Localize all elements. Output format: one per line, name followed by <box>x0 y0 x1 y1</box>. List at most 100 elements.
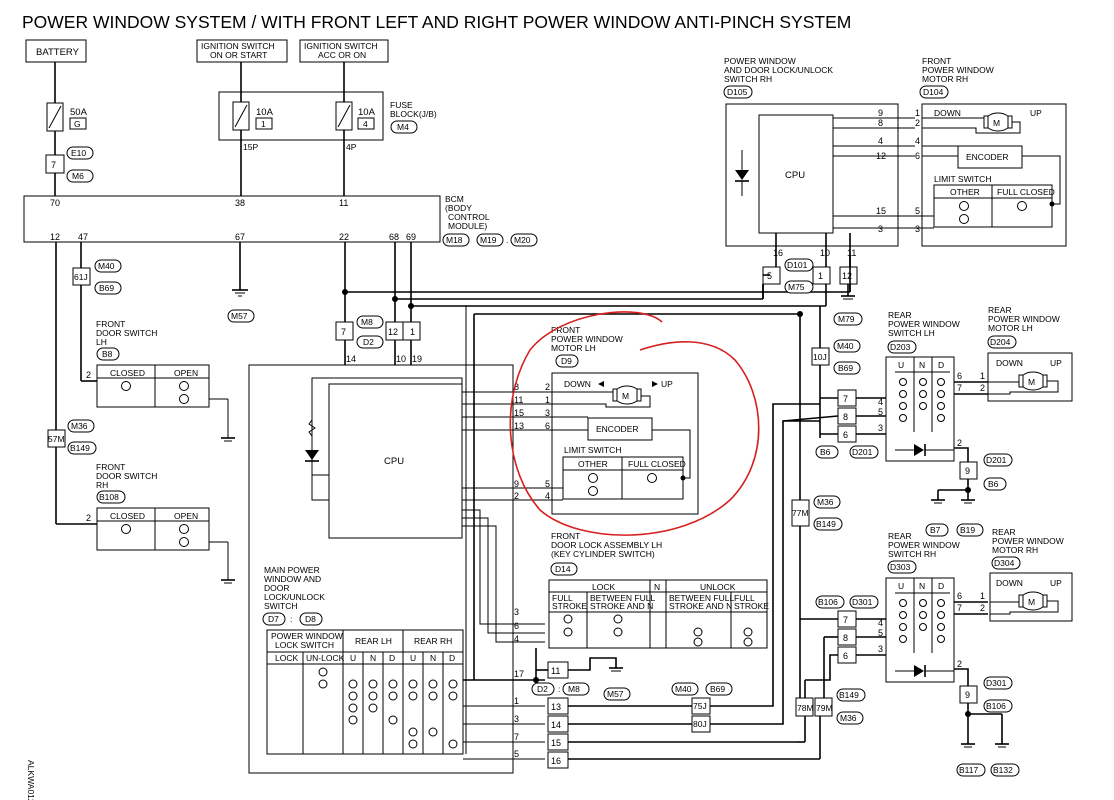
main-pin-10: 10 <box>396 354 406 364</box>
connector-b149-left: B149 <box>70 443 90 453</box>
fr-encoder-label: ENCODER <box>966 152 1009 162</box>
dl-label-3: (KEY CYLINDER SWITCH) <box>551 549 655 559</box>
rlh-contacts <box>899 378 945 422</box>
fdsr-label-3: RH <box>96 480 108 490</box>
rrh-pin-3: 3 <box>878 644 883 654</box>
connector-m36-b: M36 <box>840 713 857 723</box>
joint-10j: 10J <box>813 352 827 362</box>
rhsw-pin-15: 15 <box>876 206 886 216</box>
bottom-conn-14: 14 <box>551 720 561 730</box>
connector-d203: D203 <box>890 342 911 352</box>
fl-limit-label: LIMIT SWITCH <box>564 445 621 455</box>
bottom-conn-16: 16 <box>551 756 561 766</box>
rlh-mot-label-3: MOTOR LH <box>988 323 1033 333</box>
fdsr-label-1: FRONT <box>96 462 125 472</box>
connector-colon-2: : <box>558 684 560 694</box>
front-door-switch-lh <box>96 364 210 408</box>
unlock-col: UN-LOCK <box>306 653 345 663</box>
rlh-pin-6: 6 <box>957 371 962 381</box>
connector-m40-rear: M40 <box>837 341 854 351</box>
connector-m19: M19 <box>480 235 497 245</box>
main-power-window-switch: 7 12 1 M8 D2 14 10 19 CPU 8 11 <box>248 242 850 774</box>
bcm-pin-47: 47 <box>78 232 88 242</box>
fuse-no-4: 4 <box>363 119 368 129</box>
rrh-d: D <box>938 581 944 591</box>
rlh-u: U <box>350 653 356 663</box>
dl-full-2: FULL <box>734 593 755 603</box>
fr-motor-label-2: POWER WINDOW <box>922 65 994 75</box>
connector-m20: M20 <box>514 235 531 245</box>
dl-label-1: FRONT <box>551 531 580 541</box>
rrh-mot-label-1: REAR <box>992 527 1016 537</box>
rlh-n: N <box>370 653 376 663</box>
bcm-label-1: BCM <box>445 194 464 204</box>
dl-pin-3: 3 <box>514 607 519 617</box>
power-window-switch-rh: POWER WINDOW AND DOOR LOCK/UNLOCK SWITCH… <box>723 56 915 326</box>
rrh-mot-label-3: MOTOR RH <box>992 545 1038 555</box>
dl-full-1: FULL <box>552 593 573 603</box>
dl-between-1: BETWEEN FULL <box>590 593 655 603</box>
fl-motor-label-3: MOTOR LH <box>551 343 596 353</box>
joint-79m: 79M <box>816 703 833 713</box>
fr-motor-label-3: MOTOR RH <box>922 74 968 84</box>
front-power-window-motor-rh: FRONT POWER WINDOW MOTOR RH D104 1 2 4 6… <box>915 56 1067 247</box>
rhsw-cpu-label: CPU <box>785 170 805 181</box>
fr-limit-label: LIMIT SWITCH <box>934 174 991 184</box>
rrh-down: DOWN <box>996 578 1023 588</box>
connector-b106: B106 <box>818 597 838 607</box>
bottom-connectors: 11 D2 : M8 M57 13 14 15 16 75J 80J M40 B… <box>531 403 820 769</box>
fdsr-closed: CLOSED <box>110 511 145 521</box>
fuse-10a-2: 10A <box>358 107 376 118</box>
bottom-conn-15: 15 <box>551 738 561 748</box>
connector-b149-b: B149 <box>839 690 859 700</box>
front-door-switch-rh <box>96 507 210 551</box>
rhsw-label-3: SWITCH RH <box>724 74 772 84</box>
fl-q6: 6 <box>545 421 550 431</box>
fr-other: OTHER <box>950 187 980 197</box>
rlh-pin-2: 2 <box>957 438 962 448</box>
bcm-pin-12: 12 <box>50 232 60 242</box>
fuse-block <box>218 91 384 141</box>
rlh-up: UP <box>1050 358 1062 368</box>
fl-pin-8: 8 <box>514 382 519 392</box>
connector-b108: B108 <box>99 492 119 502</box>
main-pin-5: 5 <box>514 749 519 759</box>
connector-m4: M4 <box>397 122 409 132</box>
connector-b69-left: B69 <box>99 283 114 293</box>
rear-rh-col: REAR RH <box>414 636 452 646</box>
connector-b6: B6 <box>820 447 831 457</box>
rlh-d: D <box>389 653 395 663</box>
front-power-window-motor-lh: FRONT POWER WINDOW MOTOR LH D9 2 1 3 6 5… <box>545 325 699 515</box>
bcm-pin-67: 67 <box>235 232 245 242</box>
connector-b8: B8 <box>102 349 113 359</box>
connector-b7: B7 <box>930 525 941 535</box>
rrh-conn-9: 9 <box>965 690 970 700</box>
main-pin-1: 1 <box>514 696 519 706</box>
rrh-pin-6: 6 <box>957 591 962 601</box>
front-door-lock-assembly: FRONT DOOR LOCK ASSEMBLY LH (KEY CYLINDE… <box>548 531 769 649</box>
fr-full-closed: FULL CLOSED <box>997 187 1055 197</box>
rlh-pin-7: 7 <box>957 383 962 393</box>
joint-61j: 61J <box>74 272 88 282</box>
dl-unlock: UNLOCK <box>700 582 736 592</box>
rhsw-pin-9: 9 <box>878 108 883 118</box>
fl-pin-11: 11 <box>514 395 523 405</box>
fl-pin-2: 2 <box>514 491 519 501</box>
rlh-pin-5: 5 <box>878 407 883 417</box>
connector-d201-b: D201 <box>986 455 1007 465</box>
connector-d8: D8 <box>305 614 316 624</box>
rrh-mot-pin-2: 2 <box>980 603 985 613</box>
fdsr-label-2: DOOR SWITCH <box>96 471 157 481</box>
fl-pin-9: 9 <box>514 479 519 489</box>
red-annotation-circle <box>509 311 760 536</box>
bcm-pin-38: 38 <box>235 198 245 208</box>
rlh-conn-9: 9 <box>965 466 970 476</box>
rrh-sw-label-1: REAR <box>888 531 912 541</box>
connector-d7: D7 <box>268 614 279 624</box>
fr-pin-3: 3 <box>915 224 920 234</box>
main-pin-7: 7 <box>514 732 519 742</box>
connector-m75: M75 <box>788 282 805 292</box>
rhsw-label-2: AND DOOR LOCK/UNLOCK <box>724 65 833 75</box>
joint-75j: 75J <box>693 701 707 711</box>
rrh-conn-8: 8 <box>843 633 848 643</box>
